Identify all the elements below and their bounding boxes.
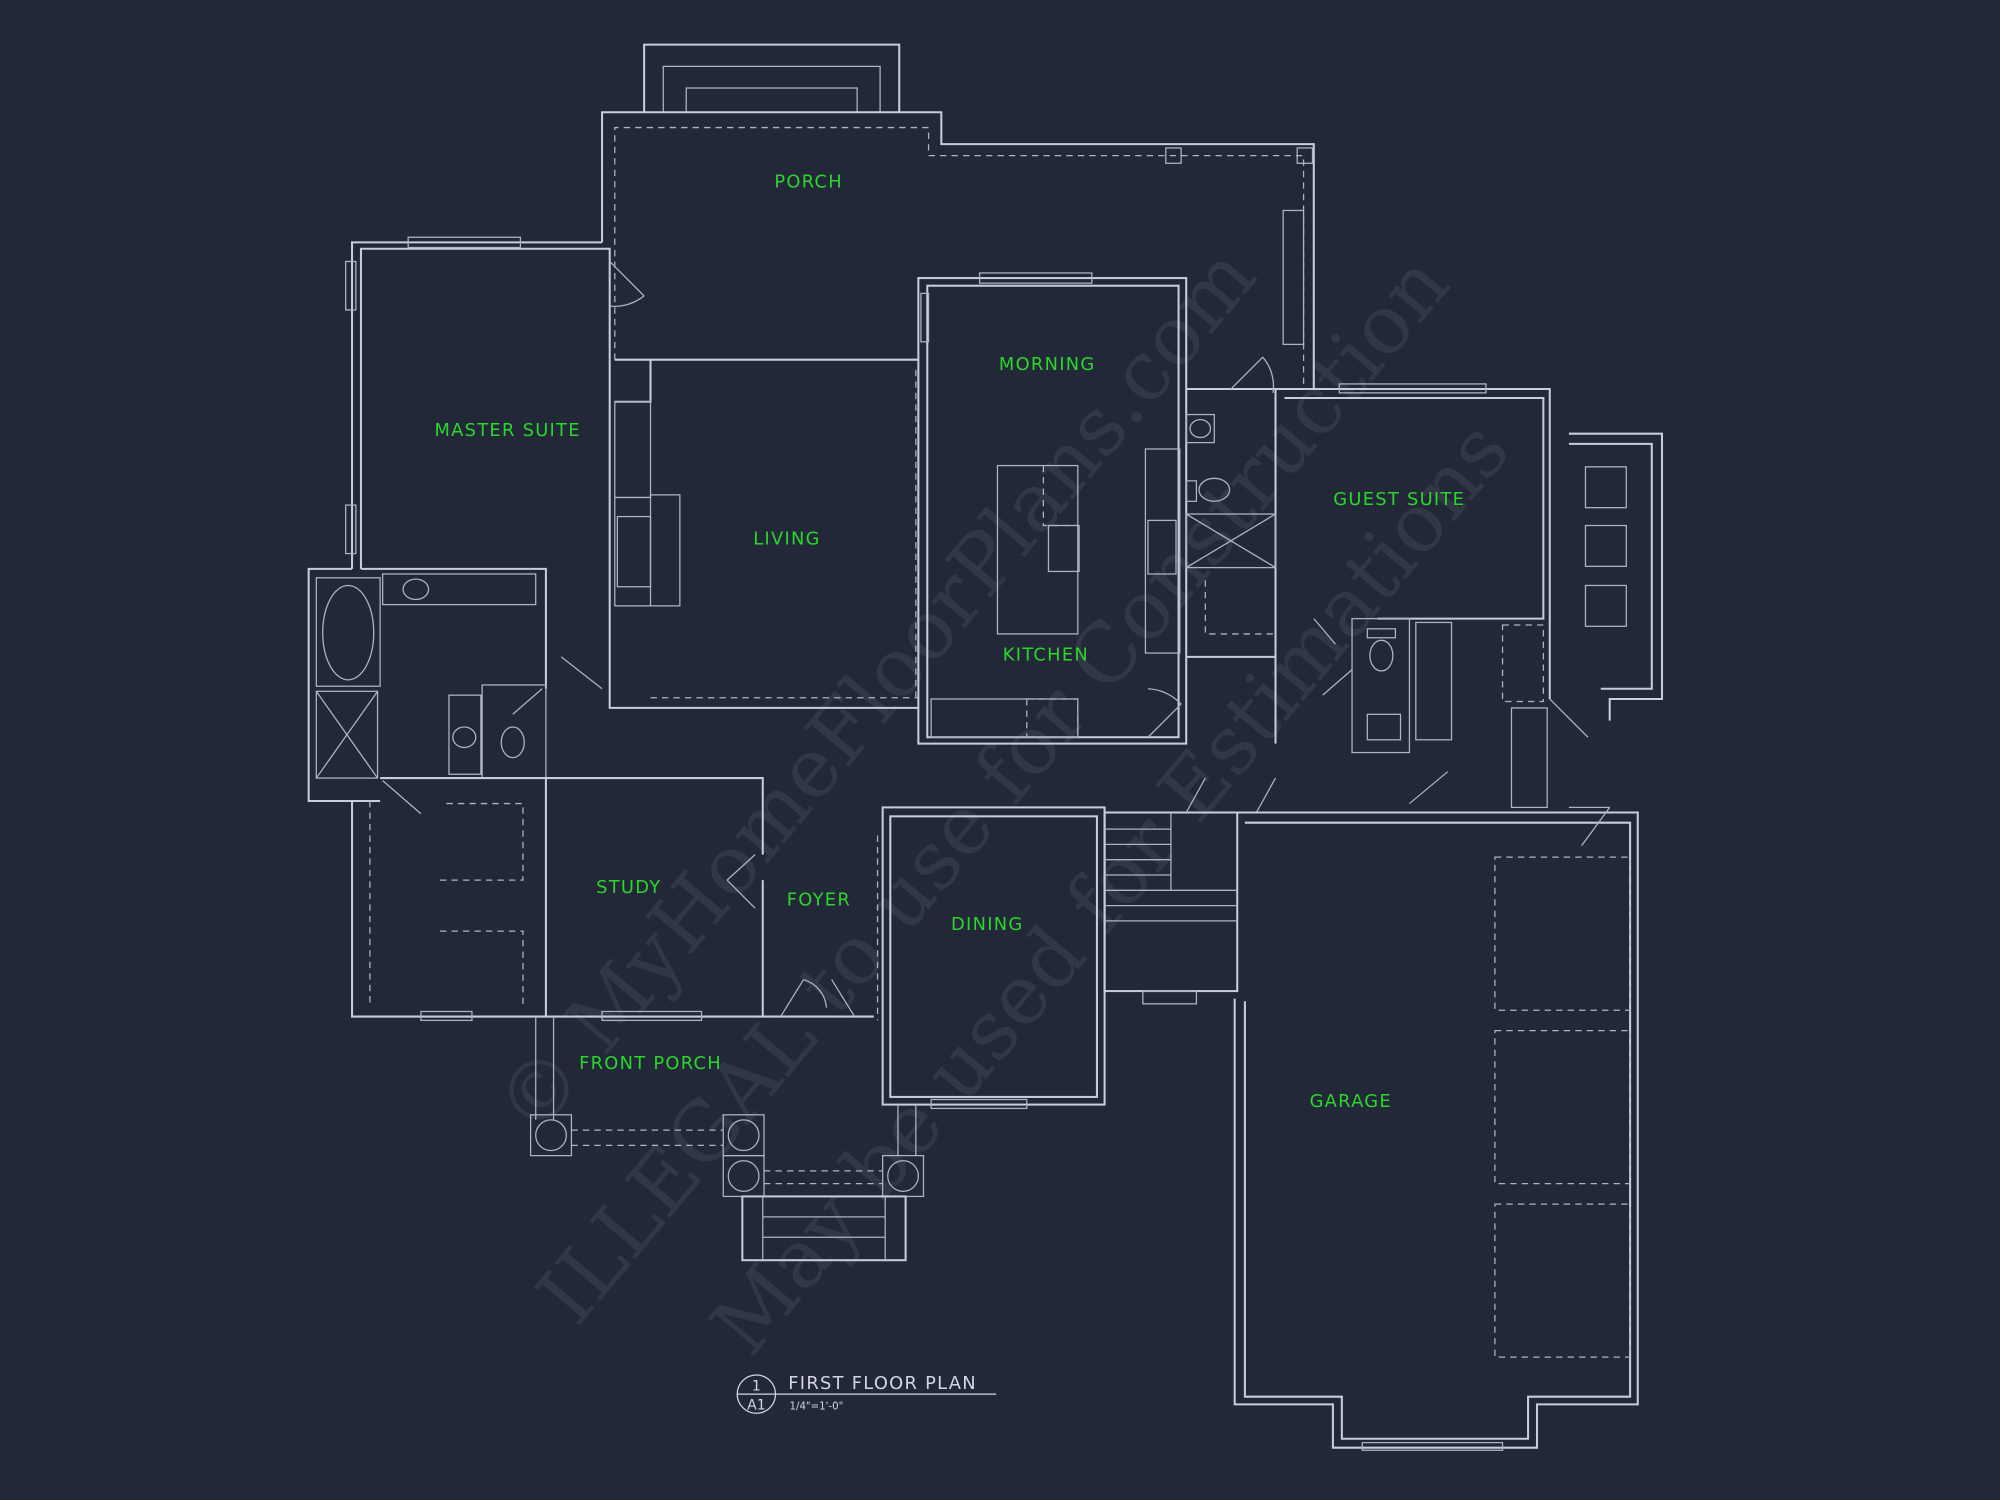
watermark-line-2: ILLEGAL to use for Construction [519, 237, 1467, 1342]
watermark-line-1: © MyHomeFloorPlans.com [478, 229, 1274, 1152]
toilet-icon [500, 726, 525, 759]
room-label-porch: PORCH [774, 171, 843, 192]
shower-icon [1185, 513, 1277, 569]
room-label-foyer: FOYER [787, 890, 851, 911]
toilet-icon [1369, 639, 1394, 672]
front-porch [529, 1016, 925, 1262]
foyer-dining-walls [762, 806, 1106, 1110]
kitchen-walls [917, 272, 1277, 745]
plan-title-block: 1 A1 FIRST FLOOR PLAN 1/4"=1'-0" [736, 1373, 997, 1414]
sink-icon [1366, 713, 1402, 741]
room-label-garage: GARAGE [1310, 1091, 1392, 1112]
room-label-study: STUDY [596, 877, 661, 898]
room-label-morning: MORNING [999, 354, 1096, 375]
stairs [1103, 777, 1277, 1005]
toilet-icon [1198, 477, 1231, 502]
sheet-number: A1 [747, 1397, 766, 1413]
plan-title: FIRST FLOOR PLAN [788, 1373, 977, 1394]
plan-scale: 1/4"=1'-0" [790, 1401, 844, 1412]
sink-icon [1189, 419, 1212, 439]
living-walls [608, 359, 919, 709]
room-label-living: LIVING [753, 529, 821, 550]
garage-walls [1233, 806, 1639, 1451]
room-label-front-porch: FRONT PORCH [579, 1053, 722, 1074]
room-label-guest-suite: GUEST SUITE [1333, 489, 1465, 510]
master-bath-walls [307, 567, 603, 815]
watermark: © MyHomeFloorPlans.com ILLEGAL to use fo… [478, 229, 1528, 1372]
guest-suite-walls [1275, 383, 1664, 809]
bathtub-icon [322, 584, 375, 681]
detail-number: 1 [752, 1378, 761, 1394]
study-walls [351, 777, 764, 1022]
room-label-kitchen: KITCHEN [1003, 645, 1089, 666]
range-cooktop [1147, 519, 1177, 575]
room-label-dining: DINING [951, 914, 1023, 935]
room-label-master-suite: MASTER SUITE [434, 420, 580, 441]
sink-icon [452, 726, 477, 749]
kitchen-island [996, 464, 1079, 635]
sink-icon [402, 578, 430, 601]
shower-icon [315, 690, 379, 779]
rear-porch-walls [601, 43, 1315, 390]
master-suite-walls [345, 236, 645, 569]
